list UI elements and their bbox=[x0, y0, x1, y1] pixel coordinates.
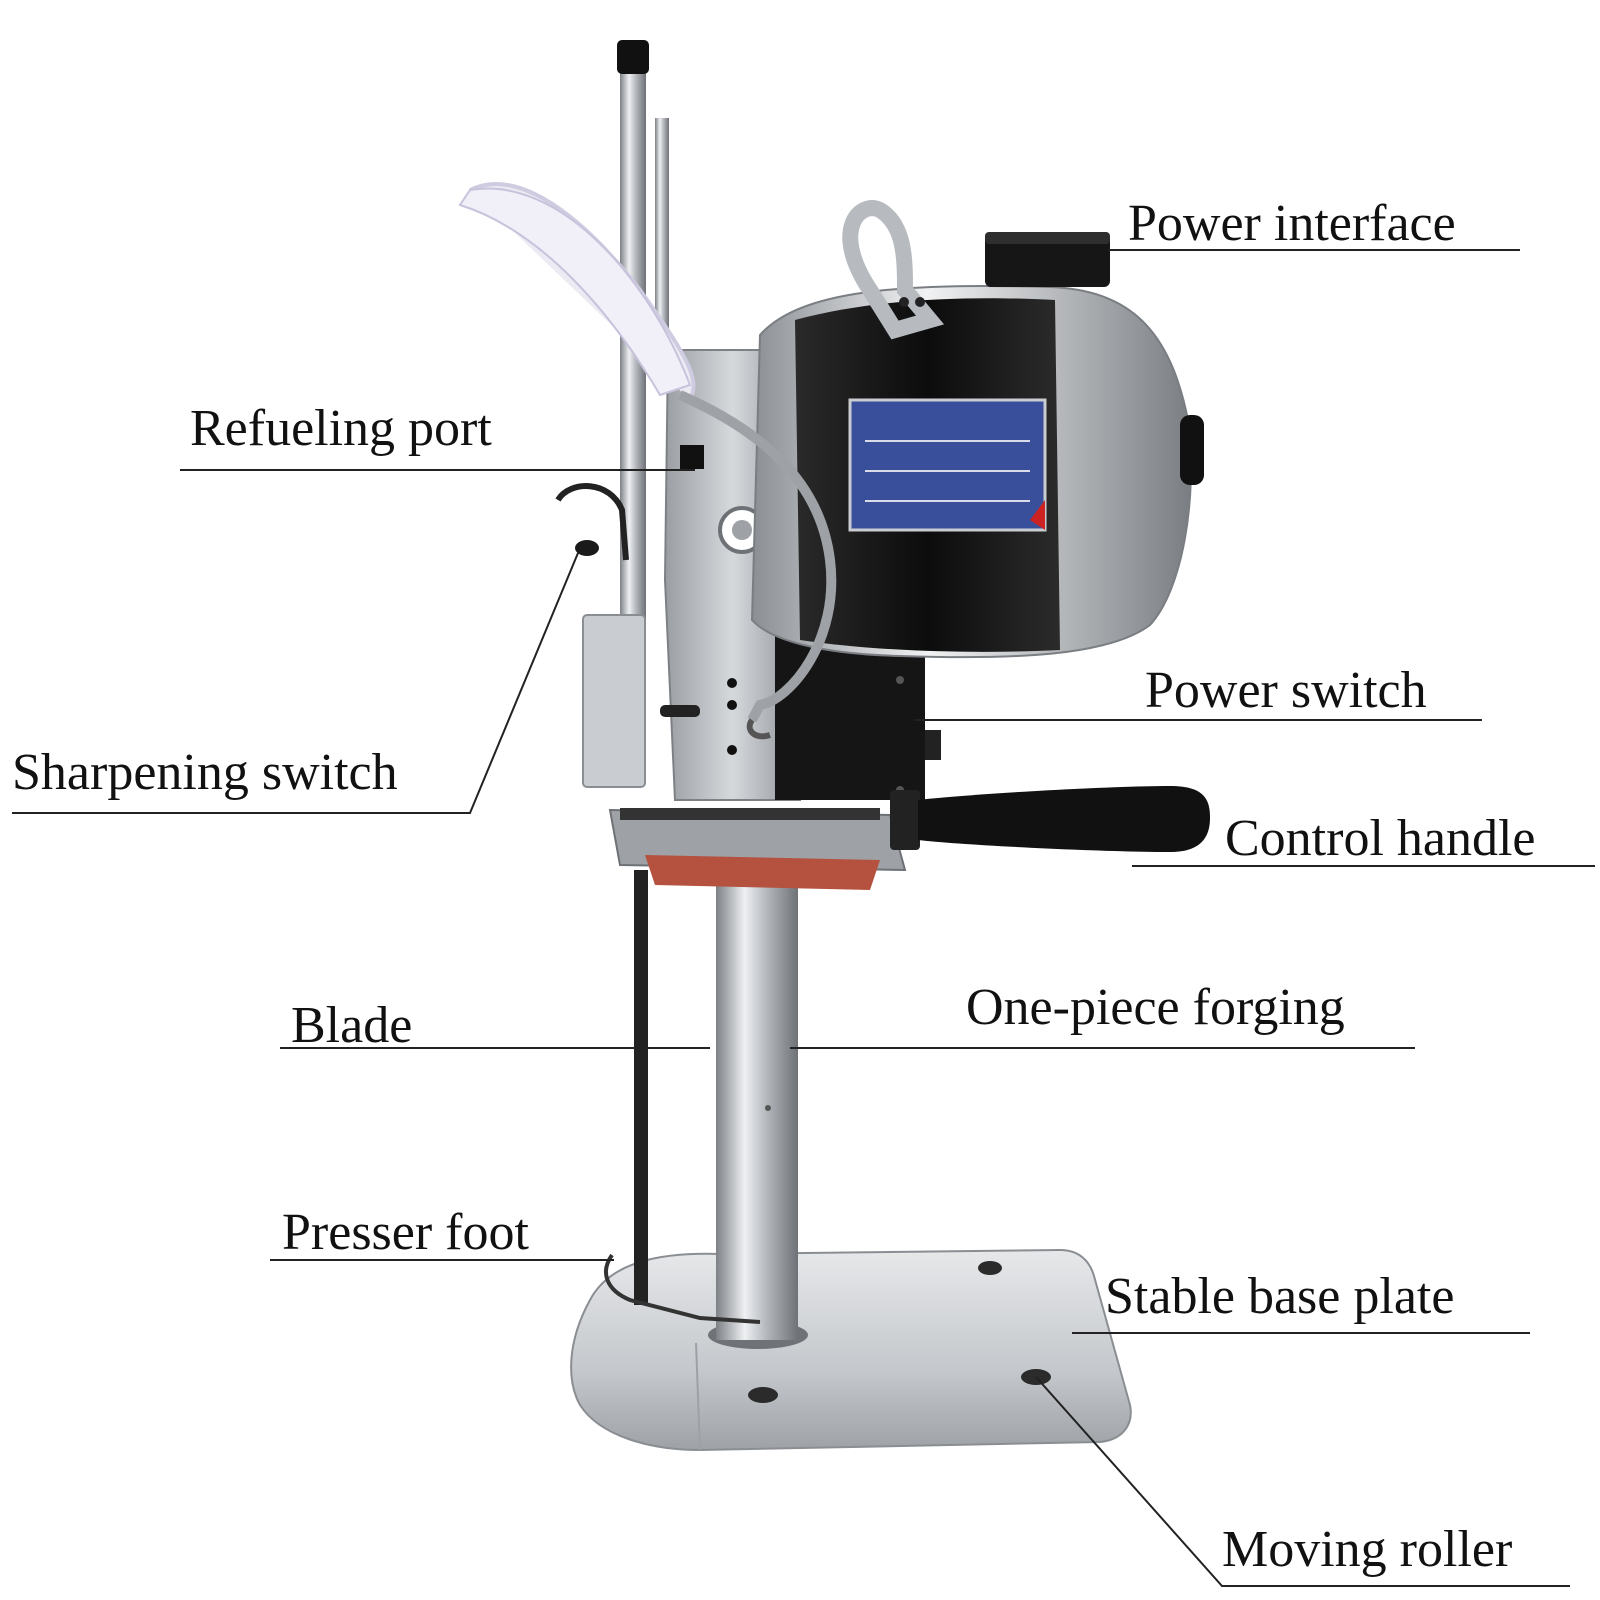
control-handle-shape bbox=[890, 786, 1210, 852]
leader-moving-roller bbox=[1035, 1376, 1570, 1587]
label-refueling-port: Refueling port bbox=[190, 400, 492, 457]
label-blade: Blade bbox=[291, 997, 413, 1054]
label-power-interface: Power interface bbox=[1128, 195, 1456, 252]
lamp-shape bbox=[458, 182, 837, 740]
leader-lines bbox=[12, 249, 1595, 1587]
label-sharpening-switch: Sharpening switch bbox=[12, 744, 398, 801]
motor-shape bbox=[750, 285, 1204, 659]
label-one-piece-forging: One-piece forging bbox=[966, 979, 1345, 1036]
power-plug-shape bbox=[985, 232, 1110, 287]
lifting-ring-shape bbox=[842, 200, 945, 340]
label-presser-foot: Presser foot bbox=[282, 1204, 529, 1261]
side-box-shape bbox=[582, 614, 646, 788]
label-moving-roller: Moving roller bbox=[1222, 1521, 1513, 1578]
label-power-switch: Power switch bbox=[1145, 662, 1427, 719]
label-stable-base-plate: Stable base plate bbox=[1105, 1268, 1455, 1325]
blade-shape bbox=[634, 870, 648, 1305]
base-plate-shape bbox=[570, 1248, 1132, 1452]
column-shape bbox=[716, 880, 798, 1340]
switch-box-shape bbox=[775, 635, 941, 800]
leader-sharpening-switch bbox=[12, 552, 579, 814]
label-control-handle: Control handle bbox=[1225, 810, 1536, 867]
presser-foot-shape bbox=[604, 1253, 761, 1324]
cutter-base-shape bbox=[608, 808, 907, 890]
sharpening-hook-shape bbox=[555, 483, 629, 561]
